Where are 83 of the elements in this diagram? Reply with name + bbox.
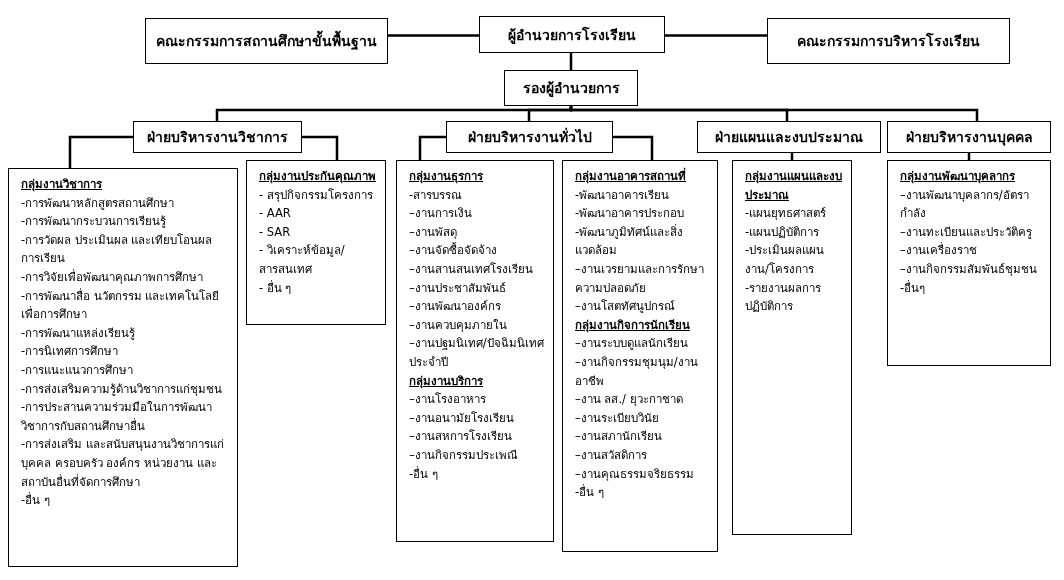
list-item: –งานพัสดุ bbox=[409, 223, 458, 241]
list-item: –งานทะเบียนและประวัติครู bbox=[900, 223, 1033, 241]
group-heading: กลุ่มงานบริการ bbox=[409, 372, 484, 391]
connector-line bbox=[665, 34, 767, 37]
list-item: - อื่น ๆ bbox=[259, 279, 293, 297]
list-item: –งานระเบียบวินัย bbox=[575, 409, 660, 427]
list-item: –งานพัฒนาบุคลากร/อัตรากำลัง bbox=[900, 186, 1030, 223]
list-item: –งานระบบดูแลนักเรียน bbox=[575, 335, 689, 353]
list-item: -การวิจัยเพื่อพัฒนาคุณภาพการศึกษา bbox=[21, 268, 205, 286]
list-item: - AAR bbox=[259, 205, 292, 223]
list-item: -การพัฒนากระบวนการเรียนรู้ bbox=[21, 213, 168, 231]
division-box: ฝ่ายบริหารงานทั่วไป bbox=[446, 121, 613, 153]
connector-line bbox=[569, 105, 979, 121]
connector-line bbox=[388, 34, 479, 37]
list-item: -อื่นๆ bbox=[900, 279, 927, 297]
list-item: –งานการเงิน bbox=[409, 205, 473, 223]
list-item: –งานควบคุมภายใน bbox=[409, 316, 508, 334]
list-item: –งานสวัสดิการ bbox=[575, 446, 648, 464]
list-item: -การพัฒนาหลักสูตรสถานศึกษา bbox=[21, 194, 176, 212]
list-item: –งานจัดซื้อจัดจ้าง bbox=[409, 241, 498, 260]
connector-line bbox=[302, 135, 339, 160]
list-item: -การส่งเสริมความรู้ด้านวิชาการแก่ชุมชน bbox=[21, 380, 224, 398]
list-item: –งานเวรยามและการรักษาความปลอดภัย bbox=[575, 260, 705, 297]
list-item: - สรุปกิจกรรมโครงการ bbox=[259, 186, 374, 204]
list-item: -อื่น ๆ bbox=[21, 491, 51, 510]
list-item: –งานสภานักเรียน bbox=[575, 428, 663, 446]
list-item: -การนิเทศการศึกษา bbox=[21, 343, 120, 361]
division-box: ฝ่ายบริหารงานวิชาการ bbox=[133, 121, 302, 153]
group-heading: กลุ่มงานประกันคุณภาพ bbox=[259, 168, 377, 186]
list-item: –งานกิจกรรมประเพณี bbox=[409, 446, 519, 464]
list-item: –งาน ลส./ ยุวะกาชาด bbox=[575, 391, 684, 409]
list-item: -การพัฒนาสื่อ นวัตกรรม และเทคโนโลยีเพื่อการศึกษา bbox=[21, 287, 221, 324]
list-item: -การส่งเสริม และสนับสนุนงานวิชาการแก่บุคคล ครอบครัว องค์กร หน่วยงาน และสถาบันอื่นที่จัดการศึกษา bbox=[21, 436, 225, 491]
group-heading: กลุ่มงานแผนและงบประมาณ bbox=[745, 168, 843, 204]
position-box: ผู้อำนวยการโรงเรียน bbox=[479, 16, 665, 53]
position-box: รองผู้อำนวยการ bbox=[504, 70, 638, 106]
list-item: -การวัดผล ประเมินผล และเทียบโอนผลการเรียน bbox=[21, 231, 214, 268]
list-item: –งานอนามัยโรงเรียน bbox=[409, 409, 515, 427]
list-item: - วิเคราะห์ข้อมูล/สารสนเทศ bbox=[259, 242, 346, 278]
division-box: ฝ่ายบริหารงานบุคคล bbox=[887, 121, 1051, 153]
group-heading: กลุ่มงานธุรการ bbox=[409, 168, 484, 186]
list-item: -แผนปฏิบัติการ bbox=[745, 223, 821, 241]
list-item: –งานกิจกรรมสัมพันธ์ชุมชน bbox=[900, 260, 1038, 278]
list-item: -การประสานความร่วมมือในการพัฒนาวิชาการกับสถานศึกษาอื่น bbox=[21, 399, 214, 435]
list-item: -อื่น ๆ bbox=[575, 483, 605, 502]
work-group-box bbox=[396, 160, 554, 542]
work-group-box bbox=[732, 160, 852, 535]
position-box: คณะกรรมการบริหารโรงเรียน bbox=[767, 18, 1010, 64]
list-item: –งานกิจกรรมชุมนุม/งานอาชีพ bbox=[575, 353, 699, 390]
list-item: -การแนะแนวการศึกษา bbox=[21, 361, 135, 379]
list-item: -พัฒนาอาคารประกอบ bbox=[575, 205, 686, 223]
work-group-box bbox=[8, 168, 238, 567]
group-heading: กลุ่มงานพัฒนาบุคลากร bbox=[900, 168, 1016, 186]
connector-line bbox=[68, 135, 133, 168]
connector-line bbox=[418, 135, 446, 160]
connector-line bbox=[613, 135, 654, 160]
division-box: ฝ่ายแผนและงบประมาณ bbox=[697, 121, 881, 153]
work-group-box bbox=[887, 160, 1051, 366]
list-item: -การพัฒนาแหล่งเรียนรู้ bbox=[21, 324, 137, 342]
list-item: –งานโสตทัศนูปกรณ์ bbox=[575, 298, 676, 316]
group-heading: กลุ่มงานวิชาการ bbox=[21, 176, 103, 194]
list-item: -แผนยุทธศาสตร์ bbox=[745, 205, 828, 223]
list-item: –งานสหการโรงเรียน bbox=[409, 428, 513, 446]
group-heading: กลุ่มงานอาคารสถานที่ bbox=[575, 167, 687, 186]
work-group-box bbox=[246, 160, 386, 325]
list-item: -พัฒนาภูมิทัศน์และสิ่งแวดล้อม bbox=[575, 223, 685, 260]
list-item: –งานโรงอาหาร bbox=[409, 391, 487, 409]
list-item: –งานปฐมนิเทศ/ปัจฉิมนิเทศประจำปี bbox=[409, 335, 545, 371]
list-item: -ประเมินผลแผนงาน/โครงการ bbox=[745, 242, 826, 278]
list-item: –งานพัฒนาองค์กร bbox=[409, 298, 502, 316]
list-item: –งานประชาสัมพันธ์ bbox=[409, 279, 507, 297]
list-item: -รายงานผลการปฏิบัติการ bbox=[745, 279, 823, 316]
list-item: - SAR bbox=[259, 223, 292, 241]
connector-line bbox=[527, 106, 573, 121]
list-item: -อื่น ๆ bbox=[409, 465, 439, 483]
work-group-box bbox=[562, 160, 718, 552]
list-item: -พัฒนาอาคารเรียน bbox=[575, 186, 671, 204]
list-item: –งานสานสนเทศโรงเรียน bbox=[409, 260, 534, 278]
list-item: –งานเครื่องราช bbox=[900, 241, 978, 260]
group-heading: กลุ่มงานกิจการนักเรียน bbox=[575, 316, 691, 335]
list-item: -สารบรรณ bbox=[409, 186, 464, 204]
list-item: –งานคุณธรรมจริยธรรม bbox=[575, 465, 695, 483]
position-box: คณะกรรมการสถานศึกษาขั้นพื้นฐาน bbox=[145, 18, 388, 64]
